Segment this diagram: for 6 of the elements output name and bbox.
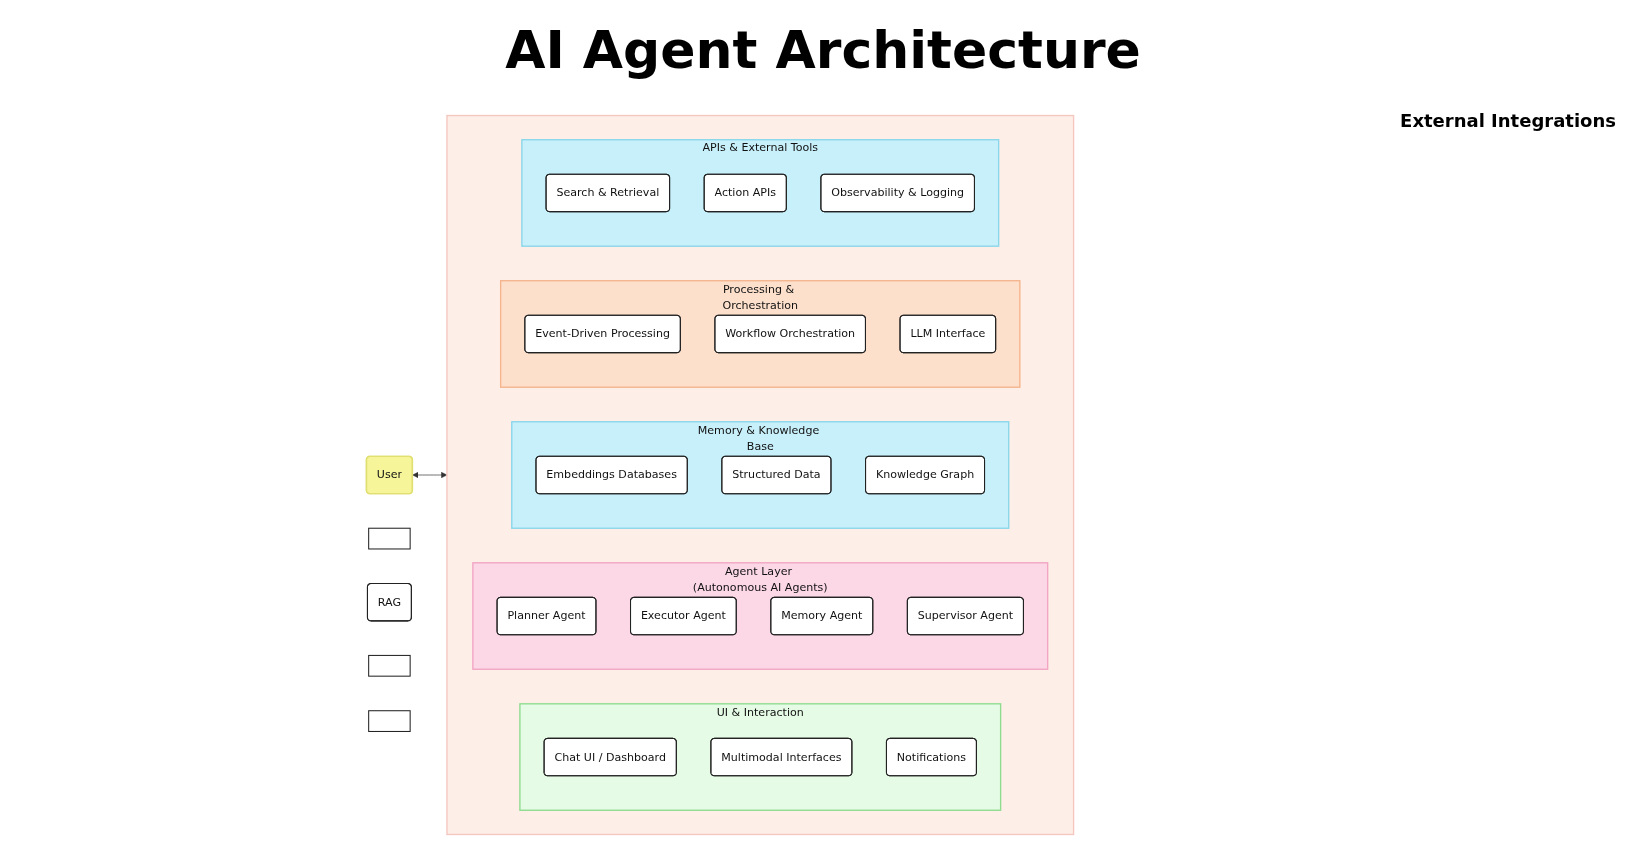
node-box bbox=[368, 527, 411, 550]
node-box bbox=[368, 710, 411, 732]
node-box bbox=[368, 654, 411, 677]
diagram-title: AI Agent Architecture bbox=[504, 20, 1142, 80]
section-heading: External Integrations bbox=[1400, 110, 1616, 131]
cluster bbox=[446, 114, 1075, 836]
